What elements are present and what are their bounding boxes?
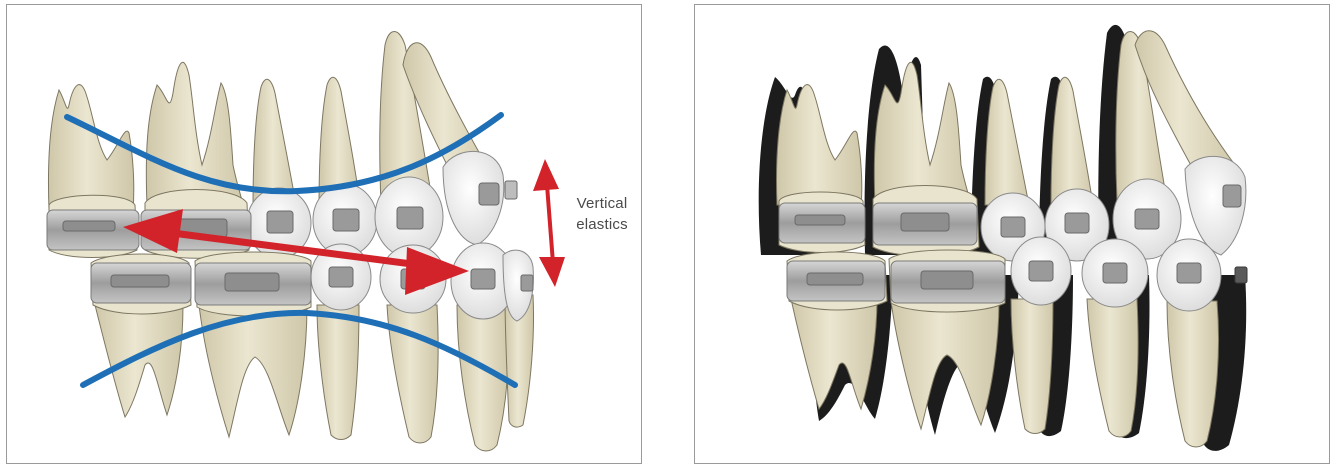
lower-molar-1-tube [225,273,279,291]
lower-hook [1235,267,1247,283]
dentition-shift-illustration [695,5,1330,464]
lower-premolar-2-bracket [1029,261,1053,281]
upper-incisor-bracket [479,183,499,205]
upper-teeth [47,32,504,259]
upper-premolar-2-bracket [267,211,293,233]
upper-molar-2-tube [795,215,845,225]
dentition-with-elastics-illustration [7,5,642,464]
lower-canine-root [1167,301,1219,447]
upper-premolar-2-bracket [1001,217,1025,237]
upper-premolar-2-root [985,79,1029,205]
lower-canine-bracket [1177,263,1201,283]
lower-incisor-hook [521,275,533,291]
upper-canine-bracket [1135,209,1159,229]
right-diagram-panel [694,4,1330,464]
vertical-elastics-label: Vertical elastics [562,193,642,235]
upper-premolar-1-root [1051,77,1093,205]
upper-hook [505,181,517,199]
upper-molar-2-tube [63,221,115,231]
upper-premolar-1-bracket [333,209,359,231]
upper-molar-1-tube [901,213,949,231]
upper-premolar-1-bracket [1065,213,1089,233]
upper-molar-2-root [48,85,133,210]
upper-canine-bracket [397,207,423,229]
lower-molar-2-tube [111,275,169,287]
lower-canine-bracket [471,269,495,289]
lower-molar-1-tube [921,271,973,289]
lower-molar-2-tube [807,273,863,285]
upper-molar-2-root [776,85,861,205]
annotation-line-2: elastics [562,214,642,235]
lower-teeth-shifted [787,237,1247,447]
upper-incisor-bracket [1223,185,1241,207]
annotation-line-1: Vertical [562,193,642,214]
vertical-elastics-arrow [533,159,565,287]
upper-teeth-shifted [776,31,1245,261]
lower-premolar-2-root [317,305,359,440]
lower-premolar-2-bracket [329,267,353,287]
left-diagram-panel: Vertical elastics [6,4,642,464]
lower-premolar-2-root [1011,299,1053,434]
lower-molar-2-root [95,305,183,417]
lower-premolar-1-bracket [1103,263,1127,283]
lower-premolar-1-root [1087,299,1138,437]
